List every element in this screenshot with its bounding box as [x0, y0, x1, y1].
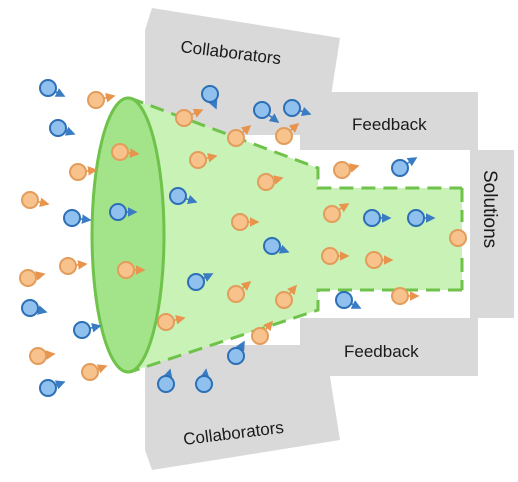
orange-particle [29, 347, 47, 365]
orange-particle [117, 261, 135, 279]
blue-particle [195, 375, 213, 393]
orange-particle [323, 205, 341, 223]
blue-particle [187, 273, 205, 291]
blue-particle [21, 299, 39, 317]
blue-particle [49, 119, 67, 137]
blue-particle [73, 321, 91, 339]
orange-particle [275, 127, 293, 145]
funnel-outline [129, 96, 462, 374]
blue-particle [39, 379, 57, 397]
blue-particle [363, 209, 381, 227]
orange-particle [333, 161, 351, 179]
orange-particle [81, 363, 99, 381]
orange-particle [19, 269, 37, 287]
orange-particle [175, 109, 193, 127]
blue-particle [109, 203, 127, 221]
blue-particle [335, 291, 353, 309]
orange-particle [227, 129, 245, 147]
blue-particle [263, 237, 281, 255]
orange-particle [257, 173, 275, 191]
orange-particle [321, 247, 339, 265]
orange-particle [87, 91, 105, 109]
orange-particle [231, 213, 249, 231]
orange-particle [69, 163, 87, 181]
label-feedback-top: Feedback [352, 115, 427, 134]
orange-particle [111, 143, 129, 161]
blue-particle [169, 187, 187, 205]
blue-particle [253, 101, 271, 119]
blue-particle [391, 159, 409, 177]
orange-particle [275, 291, 293, 309]
label-feedback-bottom: Feedback [344, 342, 419, 361]
orange-particle [59, 257, 77, 275]
blue-particle [157, 375, 175, 393]
collaborators-bottom-panel [145, 345, 340, 470]
funnel-mouth [90, 96, 166, 374]
solutions-panel [470, 150, 514, 318]
blue-particle [201, 85, 219, 103]
orange-particle [449, 229, 467, 247]
feedback-top-panel [300, 92, 478, 150]
orange-particle [157, 313, 175, 331]
orange-particle [227, 285, 245, 303]
blue-particle [39, 79, 57, 97]
orange-particle [391, 287, 409, 305]
orange-particle [251, 327, 269, 345]
funnel-body [130, 98, 462, 372]
blue-particle [407, 209, 425, 227]
blue-particle [63, 209, 81, 227]
orange-particle [21, 191, 39, 209]
blue-particle [227, 347, 245, 365]
orange-particle [189, 151, 207, 169]
particles-layer [19, 79, 467, 397]
feedback-bottom-panel [300, 318, 478, 376]
label-solutions: Solutions [479, 170, 500, 248]
orange-particle [365, 251, 383, 269]
blue-particle [283, 99, 301, 117]
